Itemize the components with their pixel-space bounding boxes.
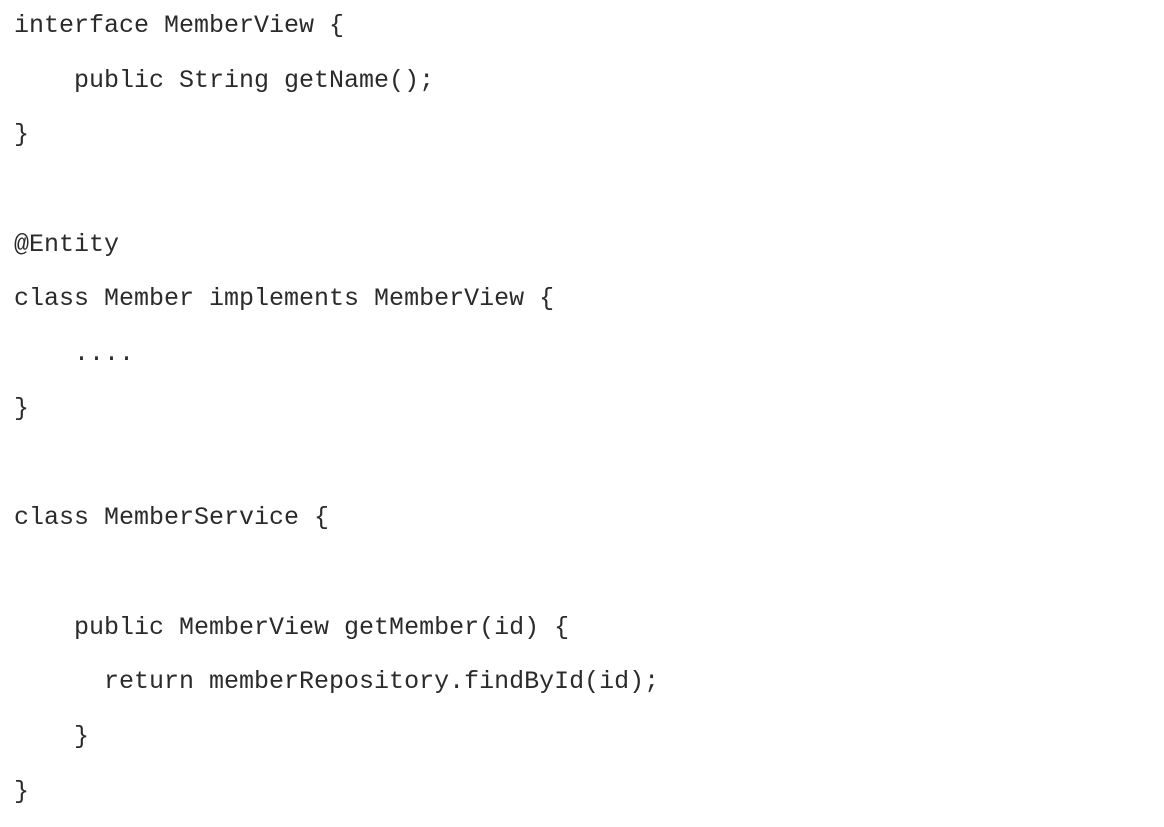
code-line: interface MemberView { [14, 11, 345, 40]
code-line [14, 554, 1154, 609]
code-line: class Member implements MemberView { [14, 284, 555, 314]
code-line: } [14, 776, 30, 806]
code-line: } [14, 721, 90, 751]
code-line: } [14, 120, 30, 150]
code-line [14, 445, 1154, 500]
code-line: class MemberService { [14, 503, 330, 533]
code-line: return memberRepository.findById(id); [14, 667, 660, 697]
code-block: interface MemberView { public String get… [14, 7, 1154, 827]
code-line: } [14, 393, 30, 423]
code-line [14, 171, 1154, 226]
code-line: .... [14, 339, 135, 369]
code-line: @Entity [14, 229, 120, 259]
code-line: public String getName(); [14, 65, 435, 95]
